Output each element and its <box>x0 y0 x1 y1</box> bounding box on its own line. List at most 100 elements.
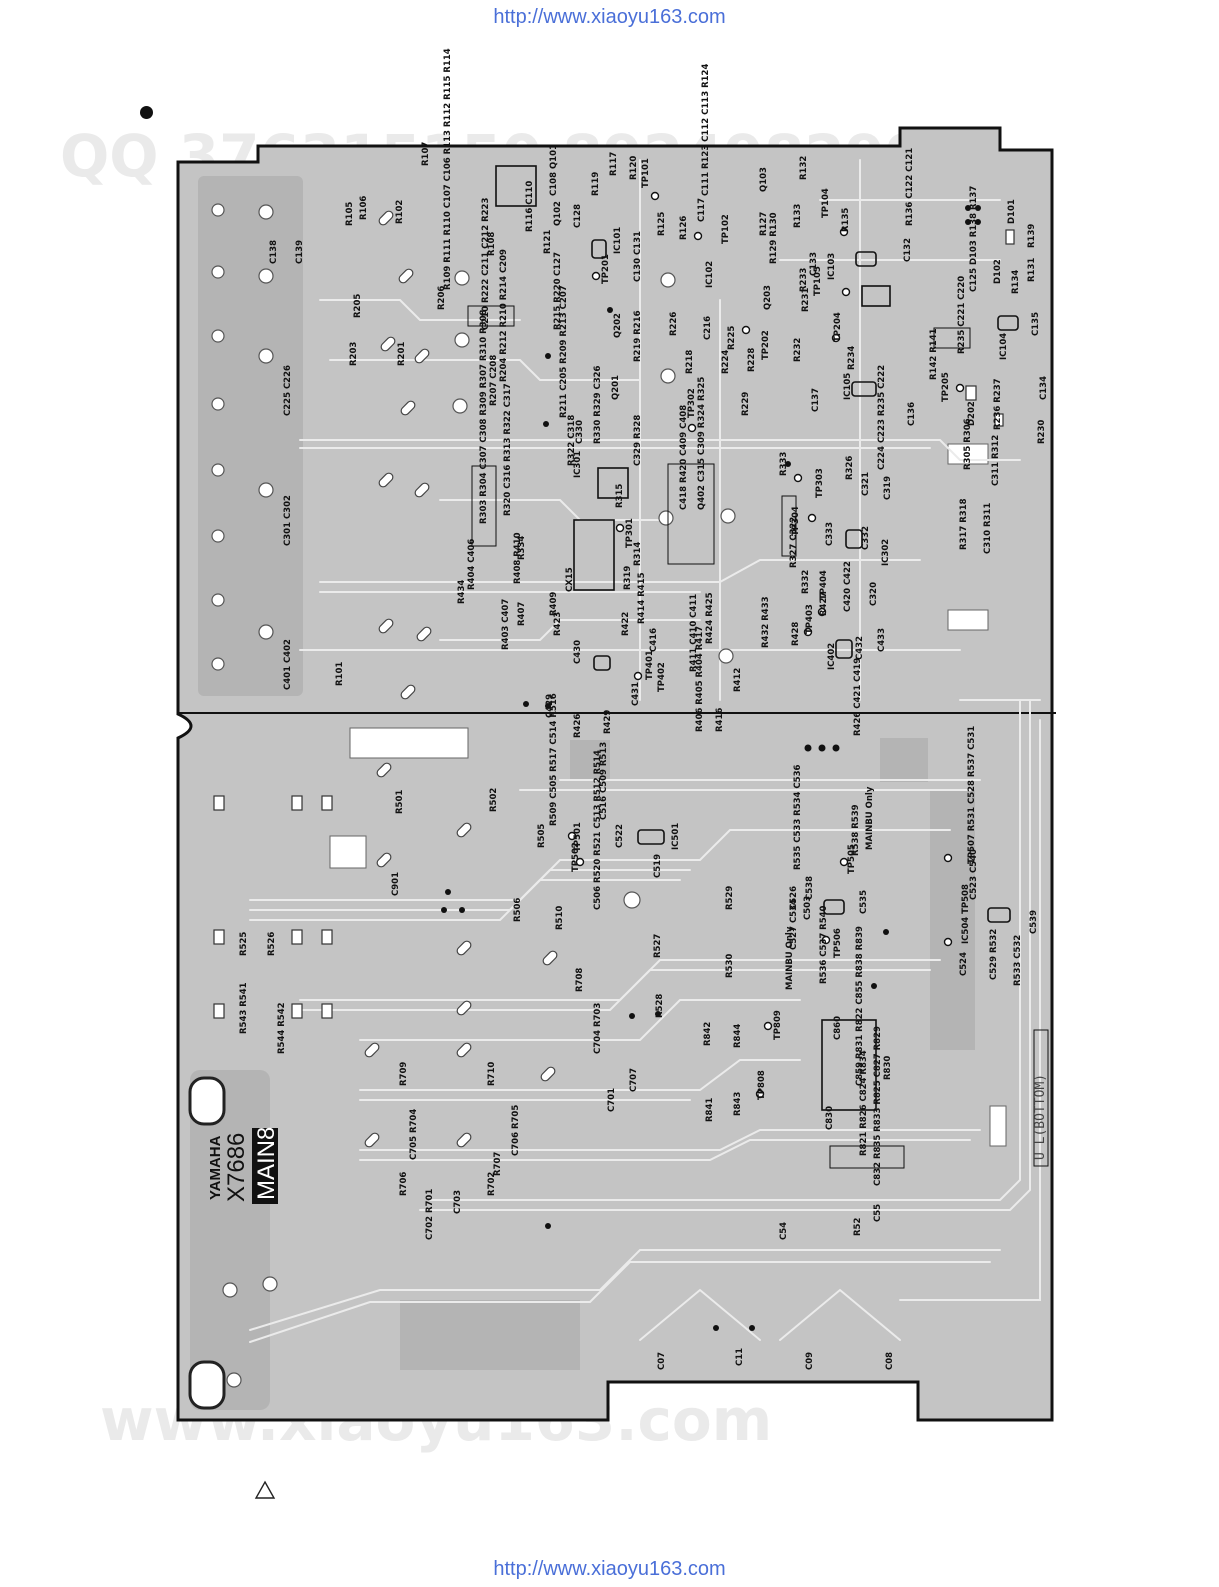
component-label-c319: C319 <box>883 476 893 500</box>
component-label-tp301: TP301 <box>625 518 635 548</box>
caution-triangle-icon <box>254 1480 276 1499</box>
component-label-r228: R228 <box>747 348 757 372</box>
board-identity: YAMAHA X7686 MAIN8 U L(BOTTOM) <box>207 1074 1048 1204</box>
component-label-c329: C329 R328 <box>633 415 643 466</box>
component-label-tp403: TP403 <box>805 604 815 634</box>
component-label-c54: C54 <box>779 1222 789 1240</box>
component-label-r117: R117 <box>609 152 619 176</box>
component-label-r327: R327 C322 <box>789 517 799 568</box>
component-label-r536: R536 C537 R540 <box>819 905 829 984</box>
component-label-c311: C311 R312 <box>991 435 1001 486</box>
component-label-r305: R305 R306 <box>963 418 973 470</box>
component-label-c707: C707 <box>629 1068 639 1092</box>
component-label-r505: R505 <box>537 824 547 848</box>
bullet-mark <box>140 106 153 119</box>
component-label-tp304: TP304 <box>791 506 801 536</box>
component-label-mainbu2: MAINBU Only <box>785 926 795 990</box>
component-label-r528: R528 <box>655 994 665 1018</box>
component-label-tp201: TP201 <box>601 254 611 284</box>
component-label-c128: C128 <box>573 204 583 228</box>
component-label-r526: R526 <box>267 932 277 956</box>
component-label-r426b: R426 C421 C419 <box>853 658 863 736</box>
component-label-r107: R107 <box>421 142 431 166</box>
component-label-r509: R509 C505 R517 C514 R516 <box>549 693 559 826</box>
component-label-r314: R314 <box>633 542 643 566</box>
footer-url[interactable]: http://www.xiaoyu163.com <box>493 1558 726 1580</box>
component-label-r414: R414 R415 <box>637 572 647 624</box>
component-label-ic501: IC501 <box>671 823 681 850</box>
component-label-c539: C539 <box>1029 910 1039 934</box>
component-label-tp205: TP205 <box>941 372 951 402</box>
white-windows <box>329 443 1007 1147</box>
main8-label: MAIN8 <box>253 1127 280 1200</box>
component-label-c07: C07 <box>657 1352 667 1370</box>
component-label-r230: R230 <box>1037 420 1047 444</box>
component-label-c216: C216 <box>703 316 713 340</box>
component-label-tp303: TP303 <box>815 468 825 498</box>
component-label-c516: C516 C509 R513 <box>599 742 609 820</box>
component-label-r204: R204 R212 R210 R214 C209 <box>499 249 509 382</box>
component-label-c430: C430 <box>573 640 583 664</box>
component-label-r535: R535 C533 R534 C536 <box>793 764 803 870</box>
component-label-ic104: IC104 <box>999 333 1009 360</box>
bottom-side-label: U L(BOTTOM) <box>1033 1074 1048 1160</box>
component-label-r125: R125 <box>657 212 667 236</box>
component-label-r702: R702 <box>487 1172 497 1196</box>
component-label-r132: R132 <box>799 156 809 180</box>
component-label-tp302: TP302 <box>687 388 697 418</box>
component-label-r133: R133 <box>793 204 803 228</box>
component-label-r543: R543 R541 <box>239 982 249 1034</box>
component-label-c527: C527 C534 <box>789 899 799 950</box>
component-label-c519: C519 <box>653 854 663 878</box>
component-label-c224: C224 C223 R235 C222 <box>877 365 887 470</box>
component-label-c529: C529 R532 <box>989 929 999 980</box>
component-label-c703: C703 <box>453 1190 463 1214</box>
component-label-c506: C506 R520 R521 C513 R512 R514 <box>593 750 603 910</box>
component-label-c137: C137 <box>811 388 821 412</box>
component-label-c420: C420 C422 <box>843 561 853 612</box>
component-label-c133: C133 <box>809 252 819 276</box>
component-label-r142: R142 R141 <box>929 328 939 380</box>
component-label-r333: R333 <box>779 452 789 476</box>
header-url[interactable]: http://www.xiaoyu163.com <box>493 6 726 28</box>
component-label-tp809: TP809 <box>773 1010 783 1040</box>
component-label-r844: R844 <box>733 1024 743 1048</box>
component-label-r706: R706 <box>399 1172 409 1196</box>
component-label-r416: R416 <box>715 708 725 732</box>
component-label-r205: R205 <box>353 294 363 318</box>
main8-badge <box>252 1128 278 1204</box>
component-label-r502: R502 <box>489 788 499 812</box>
component-label-r332: R332 <box>801 570 811 594</box>
component-label-r423: R423 <box>553 612 563 636</box>
component-label-tp505: TP505 <box>847 844 857 874</box>
component-label-r224: R224 <box>721 350 731 374</box>
component-label-r236: R236 R237 <box>993 378 1003 430</box>
component-label-r234: R234 <box>847 346 857 370</box>
component-label-ic504: IC504 TP508 <box>961 884 971 944</box>
component-label-d202: D202 <box>967 401 977 426</box>
component-label-r317: R317 R318 <box>959 498 969 550</box>
component-label-r843: R843 <box>733 1092 743 1116</box>
component-label-r320: R320 C316 R313 R322 C317 <box>503 383 513 516</box>
copper-pours <box>190 176 975 1410</box>
component-label-tp202: TP202 <box>761 330 771 360</box>
component-label-c524: C524 <box>959 952 969 976</box>
component-label-c332: C332 <box>861 526 871 550</box>
component-label-r52: R52 <box>853 1218 863 1236</box>
component-label-r506: R506 <box>513 898 523 922</box>
component-label-tp204: TP204 <box>833 312 843 342</box>
component-label-c111: C111 R123 C112 C113 R124 <box>701 64 711 196</box>
component-label-c225: C225 C226 <box>283 365 293 416</box>
component-label-tp105: TP105 <box>813 266 823 296</box>
component-label-c429: C429 <box>545 694 555 718</box>
component-label-r501: R501 <box>395 790 405 814</box>
component-label-r830: R830 <box>883 1056 893 1080</box>
component-label-r203: R203 <box>349 342 359 366</box>
component-label-r434: R434 <box>457 580 467 604</box>
component-label-r538: R538 R539 <box>851 804 861 856</box>
component-label-r303: R303 R304 C307 C308 R309 R307 R310 R308 <box>479 310 489 524</box>
component-label-c706: C706 R705 <box>511 1105 521 1156</box>
component-label-r707: R707 <box>493 1152 503 1176</box>
component-label-c522: C522 <box>615 824 625 848</box>
